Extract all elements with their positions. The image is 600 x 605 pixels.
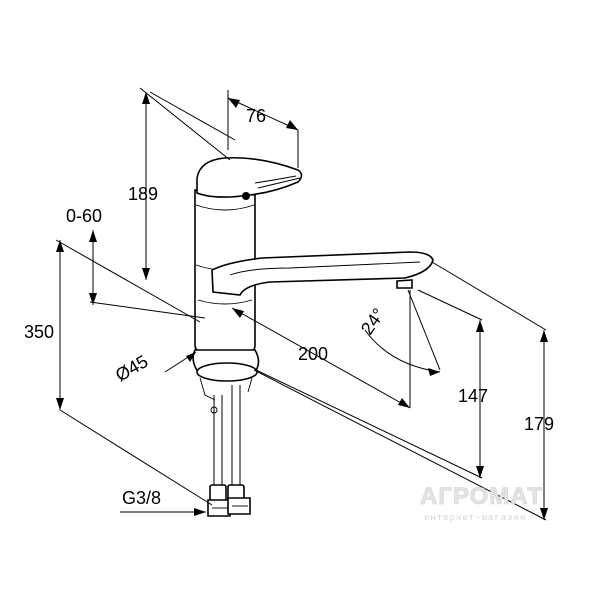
arrowheads bbox=[56, 92, 548, 520]
watermark: АГРОМАТ интернет-магазин bbox=[420, 483, 543, 523]
dim-24-degree-label: 24° bbox=[357, 305, 389, 339]
pivot-dot bbox=[242, 192, 250, 200]
dimension-lines bbox=[55, 87, 547, 521]
dim-0-60-label: 0-60 bbox=[66, 206, 102, 226]
dim-189-label: 189 bbox=[128, 184, 158, 204]
watermark-brand: АГРОМАТ bbox=[420, 483, 543, 510]
dim-147-label: 147 bbox=[458, 386, 488, 406]
watermark-subtitle: интернет-магазин bbox=[424, 513, 526, 523]
dim-76-label: 76 bbox=[246, 106, 266, 126]
thread-g3-8-label: G3/8 bbox=[122, 488, 161, 508]
dim-diameter-45-label: Ø45 bbox=[112, 351, 151, 385]
dim-179-label: 179 bbox=[524, 414, 554, 434]
dim-350-label: 350 bbox=[24, 322, 54, 342]
dim-200-label: 200 bbox=[298, 344, 328, 364]
faucet-body bbox=[192, 156, 434, 517]
